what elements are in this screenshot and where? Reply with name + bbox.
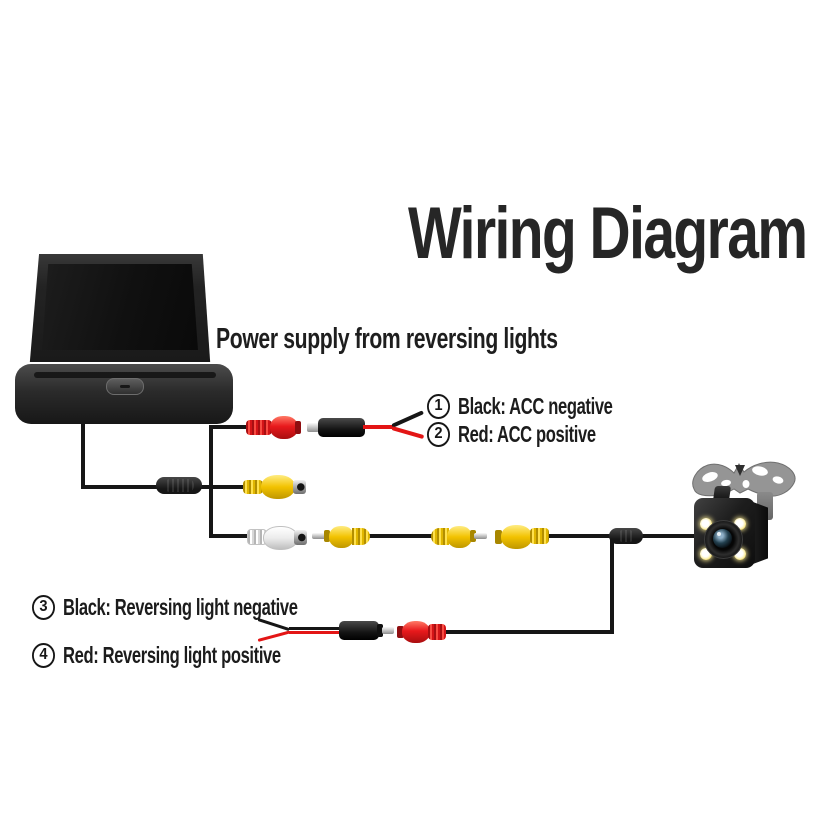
- inline-molded-connector: [156, 477, 202, 494]
- wire-monitor-horizontal: [81, 485, 213, 489]
- yellow-rca-female: [501, 525, 532, 549]
- annotation-acc-positive: 2 Red: ACC positive: [426, 421, 649, 447]
- red-rca-female: [270, 416, 298, 439]
- wire-splitter-vertical: [209, 425, 213, 538]
- wire-black-reversing: [289, 627, 341, 630]
- pigtail-black-acc: [391, 410, 424, 428]
- bracket-notch: [735, 465, 745, 476]
- wire-branch-video: [209, 534, 251, 538]
- wire-camera-power-horizontal: [444, 630, 614, 634]
- annotation-label: Black: ACC negative: [458, 392, 613, 419]
- camera-bracket: [692, 461, 796, 497]
- power-note: Power supply from reversing lights: [216, 323, 558, 355]
- annotation-label: Red: ACC positive: [458, 420, 596, 447]
- inline-molded-connector: [609, 528, 643, 544]
- yellow-rca-pin: [474, 533, 487, 539]
- monitor-screen: [42, 264, 198, 350]
- camera-side-face: [753, 502, 768, 564]
- monitor-button: [106, 378, 144, 395]
- circle-number-1: 1: [427, 393, 450, 419]
- yellow-rca-collar: [470, 530, 476, 542]
- red-rca-socket: [295, 421, 301, 434]
- circle-number-2: 2: [427, 421, 450, 447]
- annotation-label: Red: Reversing light positive: [63, 641, 281, 668]
- pigtail-black-reversing: [257, 618, 290, 632]
- circle-number-3: 3: [32, 594, 55, 620]
- monitor-fold-slot: [34, 372, 216, 378]
- wire-monitor-down: [81, 421, 85, 487]
- wire-video-extension: [368, 534, 434, 538]
- wire-red-reversing: [289, 631, 341, 634]
- yellow-rca-male: [447, 526, 472, 548]
- annotation-label: Black: Reversing light negative: [63, 593, 298, 620]
- yellow-rca-collar: [324, 530, 330, 542]
- dc-plug-tip: [382, 627, 394, 634]
- yellow-rca-pin: [312, 533, 326, 539]
- red-dc-jack-boot: [428, 624, 446, 640]
- annotation-reversing-negative: 3 Black: Reversing light negative: [31, 594, 389, 620]
- circle-number-4: 4: [32, 642, 55, 668]
- camera-lens-glint: [717, 532, 721, 536]
- red-rca-boot: [246, 420, 272, 435]
- wire-video-to-junction: [548, 534, 612, 538]
- red-dc-jack: [402, 621, 430, 643]
- annotation-acc-negative: 1 Black: ACC negative: [426, 393, 673, 419]
- annotation-reversing-positive: 4 Red: Reversing light positive: [31, 642, 365, 668]
- dc-plug-collar: [377, 624, 383, 637]
- yellow-rca-male: [329, 526, 354, 548]
- wire-branch-spare: [213, 485, 247, 489]
- yellow-rca-socket: [293, 480, 306, 494]
- yellow-rca-boot: [243, 480, 263, 494]
- dc-jack-socket: [397, 626, 404, 638]
- dc-plug-body: [318, 418, 365, 437]
- white-rca-socket: [294, 530, 307, 545]
- pigtail-red-acc: [391, 426, 425, 439]
- yellow-rca-socket: [495, 530, 502, 544]
- camera-lens: [713, 529, 732, 548]
- wire-camera-power-down: [610, 534, 614, 634]
- pigtail-red-reversing: [257, 630, 291, 642]
- wire-red-acc: [363, 425, 393, 429]
- yellow-rca-boot: [530, 528, 549, 544]
- yellow-rca-boot: [352, 528, 370, 545]
- dc-plug-tip: [307, 423, 319, 432]
- wire-to-camera: [610, 534, 700, 538]
- yellow-rca-boot: [431, 528, 449, 545]
- wire-branch-power: [209, 425, 249, 429]
- white-rca-female: [263, 526, 298, 550]
- page-title: Wiring Diagram: [408, 193, 808, 274]
- yellow-rca-female-spare: [261, 475, 295, 499]
- dc-plug-body: [339, 621, 379, 640]
